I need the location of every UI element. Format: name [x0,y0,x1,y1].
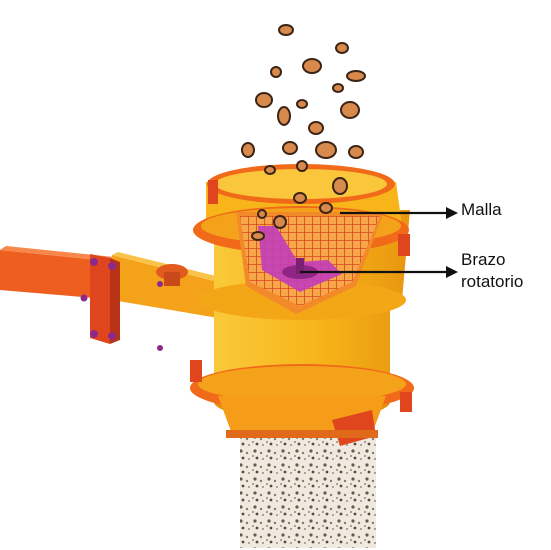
bolt [90,258,98,266]
bolt [108,262,116,270]
brazo-label-line1: Brazo [461,250,505,270]
gravel-output [240,438,376,548]
bolt [157,281,163,287]
malla-label: Malla [461,200,502,220]
malla-arrowhead [446,207,458,219]
bolt [81,295,88,302]
brazo-label-line2: rotatorio [461,272,523,292]
bolt [157,345,163,351]
bolt [90,330,98,338]
brazo-arrowhead [446,266,458,278]
bolt [108,332,116,340]
